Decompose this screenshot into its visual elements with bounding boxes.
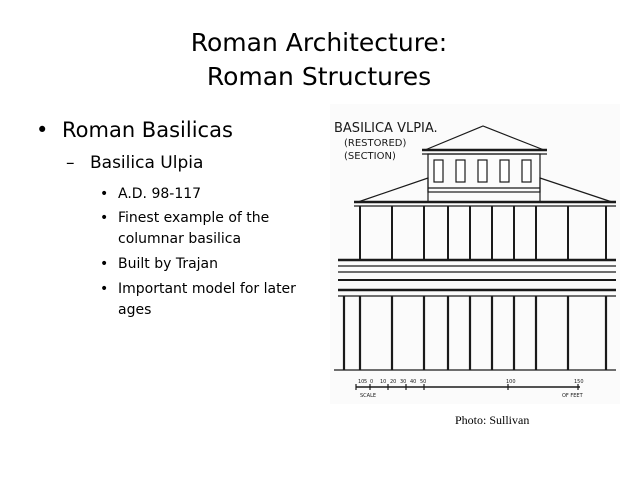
bullet-marker: • [100,256,109,272]
bullet-text: Basilica Ulpia [90,153,204,173]
scale-label-right: OF FEET [562,393,584,399]
scale-tick-label: 5 [364,379,367,385]
scale-tick-label: 100 [506,379,516,385]
bullet-marker: • [36,118,49,142]
bullet-marker: • [100,210,109,226]
bullet-text: A.D. 98-117 [118,186,202,202]
bullet-text: Finest example of the columnar basilica [118,210,270,247]
scale-tick-label: 30 [400,379,406,385]
scale-tick-label: 20 [390,379,396,385]
basilica-drawing-svg: BASILICA VLPIA. (RESTORED) (SECTION) [334,121,616,399]
scale-label-left: SCALE [360,393,376,399]
basilica-section-drawing: BASILICA VLPIA. (RESTORED) (SECTION) [330,104,620,404]
drawing-heading-2: (RESTORED) [344,138,406,149]
scale-tick-label: 10 [380,379,386,385]
scale-tick-label: 150 [574,379,584,385]
bullet-marker: • [100,186,109,202]
scale-tick-label: 0 [370,379,373,385]
bullet-text: Built by Trajan [118,256,218,272]
bullet-marker: – [66,153,75,173]
title-line-1: Roman Architecture: [190,28,448,57]
drawing-heading-1: BASILICA VLPIA. [334,121,438,136]
bullet-text: Roman Basilicas [62,118,233,142]
top-pediment [424,125,545,151]
slide-title: Roman Architecture: Roman Structures [0,26,638,94]
photo-credit: Photo: Sullivan [455,413,530,427]
bullet-text: Important model for later ages [118,281,296,318]
bullet-marker: • [100,281,109,297]
scale-tick-label: 10 [358,379,364,385]
scale-tick-label: 40 [410,379,416,385]
drawing-heading-3: (SECTION) [344,151,396,162]
left-roof [357,177,429,203]
right-roof [539,177,613,203]
title-line-2: Roman Structures [206,62,432,91]
scale-tick-label: 50 [420,379,426,385]
